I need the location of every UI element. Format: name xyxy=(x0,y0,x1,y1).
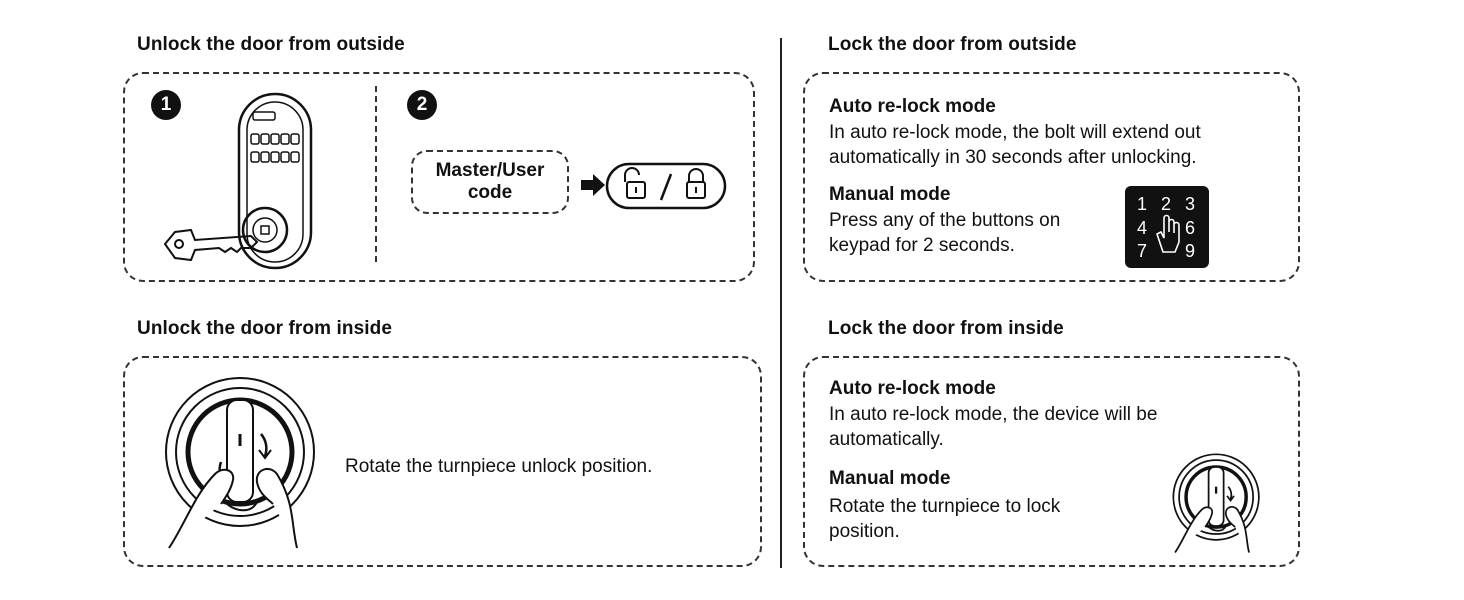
heading-lock-outside: Lock the door from outside xyxy=(828,34,1077,55)
lock-inside-panel: Auto re-lock mode In auto re-lock mode, … xyxy=(803,356,1300,567)
lock-outside-panel: Auto re-lock mode In auto re-lock mode, … xyxy=(803,72,1300,282)
locked-padlock-icon xyxy=(686,168,706,199)
manual-mode-title-outside: Manual mode xyxy=(829,184,951,205)
keypad-key-2: 2 xyxy=(1161,194,1172,214)
step-2-badge: 2 xyxy=(407,90,437,120)
auto-relock-title-outside: Auto re-lock mode xyxy=(829,96,996,117)
manual-mode-text-inside: Rotate the turnpiece to lock position. xyxy=(829,494,1129,544)
auto-line2: automatically in 30 seconds after unlock… xyxy=(829,147,1197,168)
keypad-key-7: 7 xyxy=(1137,241,1148,261)
keypad-key-1: 1 xyxy=(1137,194,1148,214)
code-label-line1: Master/User xyxy=(435,160,545,181)
keypad-key-4: 4 xyxy=(1137,218,1148,238)
turnpiece-hand-small-icon xyxy=(1172,453,1260,554)
heading-unlock-inside: Unlock the door from inside xyxy=(137,318,392,339)
auto-relock-title-inside: Auto re-lock mode xyxy=(829,378,996,399)
auto-relock-text-inside: In auto re-lock mode, the device will be… xyxy=(829,402,1269,452)
manual-line1: Press any of the buttons on xyxy=(829,210,1061,231)
unlock-inside-panel: Rotate the turnpiece unlock position. xyxy=(123,356,762,567)
manual-mode-text-outside: Press any of the buttons on keypad for 2… xyxy=(829,208,1119,258)
smart-deadbolt-icon xyxy=(237,92,313,270)
slash xyxy=(659,173,673,201)
unlock-outside-panel: 1 2 Master/User code xyxy=(123,72,755,282)
code-label-line2: code xyxy=(467,182,513,203)
arrow-right-icon xyxy=(581,174,605,196)
keypad-key-3: 3 xyxy=(1185,194,1196,214)
manual-line2: position. xyxy=(829,521,900,542)
unlocked-padlock-icon xyxy=(624,167,646,199)
hand-touch-icon xyxy=(1156,214,1180,253)
step-1-badge: 1 xyxy=(151,90,181,120)
center-divider xyxy=(780,38,782,568)
manual-line2: keypad for 2 seconds. xyxy=(829,235,1015,256)
keypad-key-6: 6 xyxy=(1185,218,1196,238)
auto-line1: In auto re-lock mode, the bolt will exte… xyxy=(829,122,1201,143)
turnpiece-hand-icon xyxy=(165,377,315,549)
key-icon xyxy=(163,228,259,262)
unlock-inside-instruction: Rotate the turnpiece unlock position. xyxy=(345,456,653,477)
manual-line1: Rotate the turnpiece to lock xyxy=(829,496,1061,517)
heading-unlock-outside: Unlock the door from outside xyxy=(137,34,405,55)
heading-lock-inside: Lock the door from inside xyxy=(828,318,1064,339)
manual-mode-title-inside: Manual mode xyxy=(829,468,951,489)
auto-relock-text-outside: In auto re-lock mode, the bolt will exte… xyxy=(829,120,1299,170)
auto-line1: In auto re-lock mode, the device will be xyxy=(829,404,1158,425)
keypad-key-9: 9 xyxy=(1185,241,1196,261)
keypad-illustration: 1 2 3 4 6 7 9 xyxy=(1125,186,1209,268)
master-user-code-box: Master/User code xyxy=(411,150,569,214)
lock-status-pill xyxy=(605,162,727,210)
step-separator xyxy=(375,86,377,262)
auto-line2: automatically. xyxy=(829,429,944,450)
